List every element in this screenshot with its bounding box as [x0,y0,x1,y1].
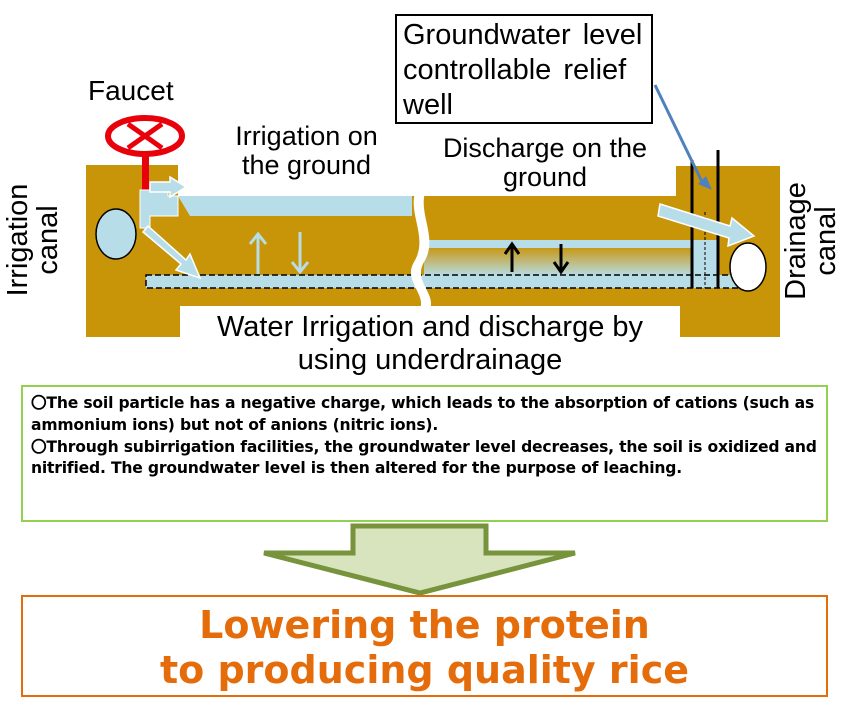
faucet-outlet-arrow-icon [149,175,188,199]
surface-water-left [178,196,412,216]
irrigation-canal-label: Irrigation canal [2,183,65,297]
note-paragraph: 〇Through subirrigation facilities, the g… [31,437,817,478]
notes-box: 〇The soil particle has a negative charge… [21,385,828,522]
overflow-arrow-icon [657,203,756,248]
up-arrow-icon [248,231,268,245]
callout-line [653,84,706,187]
drainage-canal-label: Drainage canal [780,182,843,300]
result-box: Lowering the protein to producing qualit… [21,595,828,697]
underdrain-inlet-arrow-icon [141,224,202,280]
section-break [410,186,432,312]
underdrain-pipe [145,274,747,289]
drainage-canal-pipe [729,242,767,292]
callout-arrowhead [698,176,712,190]
note-paragraph: 〇The soil particle has a negative charge… [31,394,815,434]
irrigation-on-ground-label: Irrigation on the ground [235,121,378,181]
discharge-on-ground-label: Discharge on the ground [442,133,648,193]
main-caption: Water Irrigation and discharge by using … [170,311,690,378]
irrigation-canal-pipe [95,208,137,260]
faucet-riser [142,155,149,191]
result-down-arrow-icon [263,523,576,596]
result-line1: Lowering the protein [199,603,650,647]
result-line2: to producing quality rice [159,647,689,692]
water-layer-right [424,240,692,248]
valve-spoke [126,121,164,151]
relief-well-label: Groundwater level controllable relief we… [395,14,653,124]
down-arrow-dark-icon [552,261,570,275]
faucet-label: Faucet [88,75,174,106]
main-caption-line1: Water Irrigation and discharge by [210,311,650,345]
wetting-zone [424,246,692,276]
down-arrow-icon [290,261,310,275]
up-arrow-dark-icon [503,241,521,255]
main-caption-line2: using underdrainage [268,344,592,378]
